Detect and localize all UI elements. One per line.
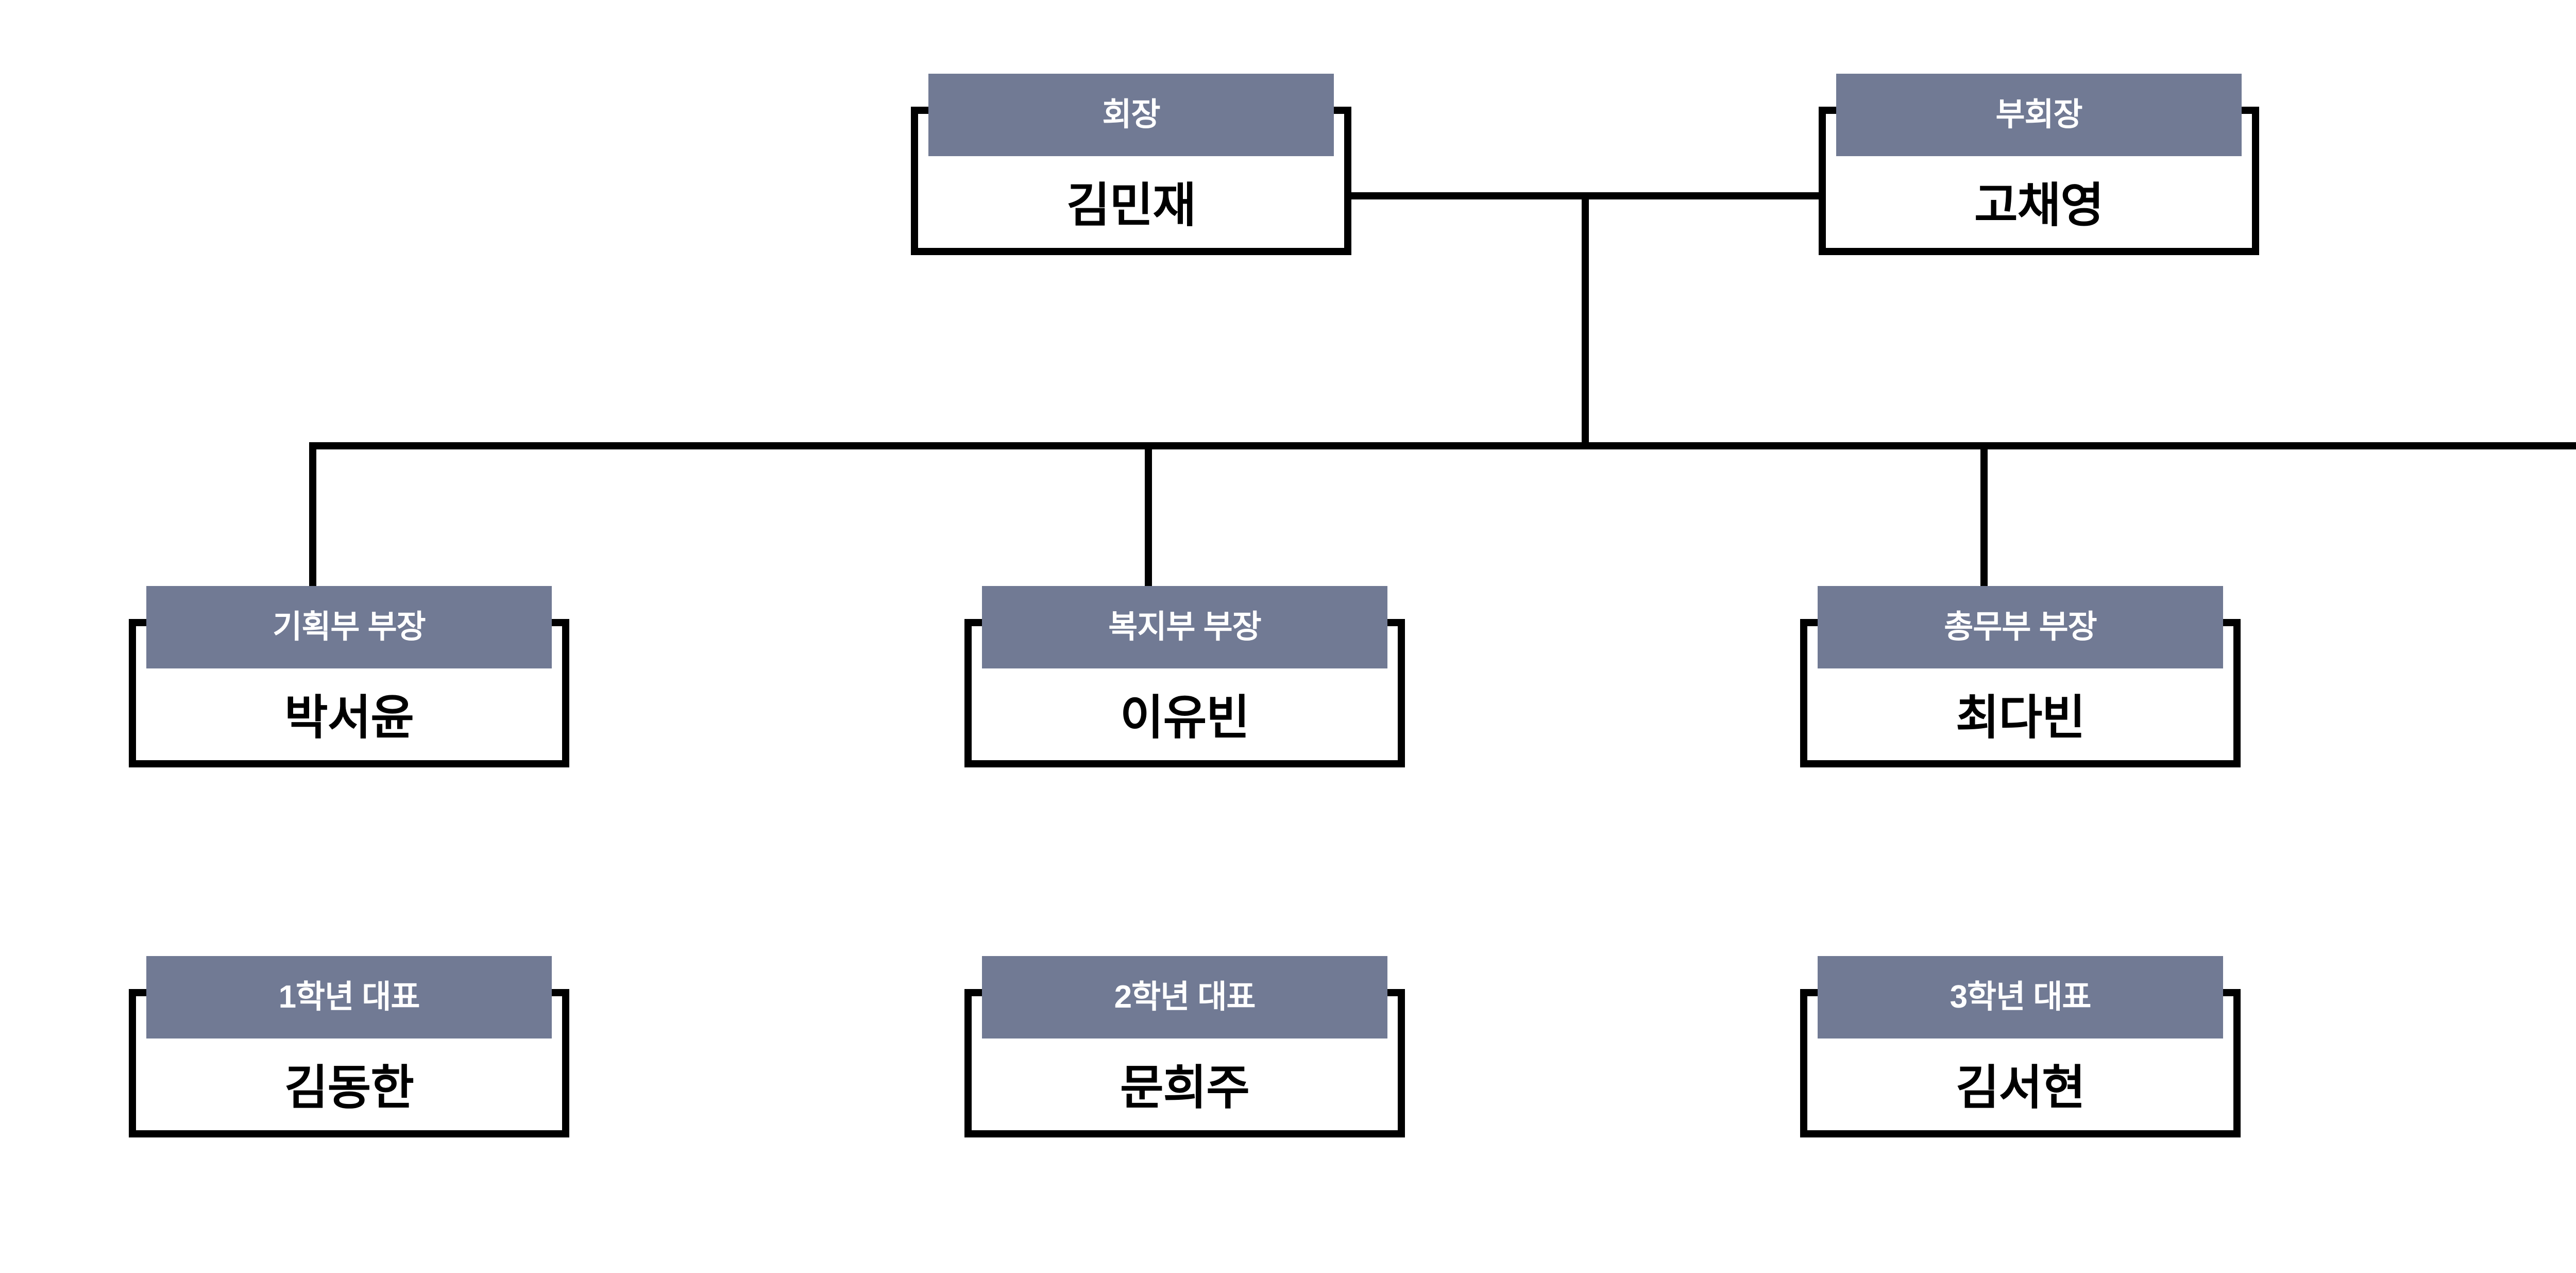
node-grade-1-representative-name: 김동한 [284, 1062, 414, 1114]
connector-drop-dept1 [309, 442, 316, 590]
node-grade-1-representative[interactable]: 1학년 대표 김동한 [129, 956, 569, 1137]
node-grade-3-representative-name: 김서현 [1956, 1062, 2086, 1114]
node-grade-3-representative-band: 3학년 대표 [1818, 956, 2223, 1038]
node-dept-general-affairs-name-area: 최다빈 [1807, 668, 2233, 767]
node-dept-general-affairs-title: 총무부 부장 [1944, 609, 2097, 645]
node-dept-planning[interactable]: 기획부 부장 박서윤 [129, 586, 569, 767]
node-grade-2-representative-name: 문희주 [1120, 1062, 1250, 1114]
node-dept-welfare-name: 이유빈 [1120, 692, 1250, 744]
node-president-name: 김민재 [1066, 179, 1196, 232]
node-grade-2-representative[interactable]: 2학년 대표 문희주 [964, 956, 1405, 1137]
node-president[interactable]: 회장 김민재 [911, 74, 1351, 255]
node-vice-president-title: 부회장 [1995, 97, 2082, 132]
connector-drop-to-bus [1582, 192, 1589, 446]
node-president-band: 회장 [928, 74, 1334, 156]
node-dept-welfare-band: 복지부 부장 [982, 586, 1387, 668]
node-grade-3-representative-title: 3학년 대표 [1950, 979, 2092, 1015]
node-grade-1-representative-title: 1학년 대표 [278, 979, 420, 1015]
node-grade-1-representative-name-area: 김동한 [136, 1038, 562, 1137]
node-president-name-area: 김민재 [918, 156, 1344, 255]
node-dept-planning-name-area: 박서윤 [136, 668, 562, 767]
node-dept-general-affairs-band: 총무부 부장 [1818, 586, 2223, 668]
node-dept-welfare-title: 복지부 부장 [1108, 609, 1261, 645]
node-grade-2-representative-band: 2학년 대표 [982, 956, 1387, 1038]
node-grade-2-representative-name-area: 문희주 [972, 1038, 1398, 1137]
node-dept-planning-title: 기획부 부장 [273, 609, 426, 645]
connector-department-bus [309, 442, 2576, 449]
node-dept-general-affairs-name: 최다빈 [1956, 692, 2086, 744]
node-president-title: 회장 [1102, 97, 1160, 132]
node-grade-1-representative-band: 1학년 대표 [146, 956, 552, 1038]
node-vice-president[interactable]: 부회장 고채영 [1819, 74, 2259, 255]
node-dept-planning-band: 기획부 부장 [146, 586, 552, 668]
node-grade-3-representative[interactable]: 3학년 대표 김서현 [1800, 956, 2241, 1137]
node-grade-3-representative-name-area: 김서현 [1807, 1038, 2233, 1137]
connector-drop-dept3 [1980, 442, 1988, 590]
node-vice-president-name-area: 고채영 [1826, 156, 2252, 255]
node-dept-planning-name: 박서윤 [284, 692, 414, 744]
node-vice-president-band: 부회장 [1836, 74, 2242, 156]
node-grade-2-representative-title: 2학년 대표 [1114, 979, 1256, 1015]
node-dept-welfare[interactable]: 복지부 부장 이유빈 [964, 586, 1405, 767]
connector-drop-dept2 [1145, 442, 1152, 590]
node-dept-welfare-name-area: 이유빈 [972, 668, 1398, 767]
node-vice-president-name: 고채영 [1974, 179, 2104, 232]
node-dept-general-affairs[interactable]: 총무부 부장 최다빈 [1800, 586, 2241, 767]
